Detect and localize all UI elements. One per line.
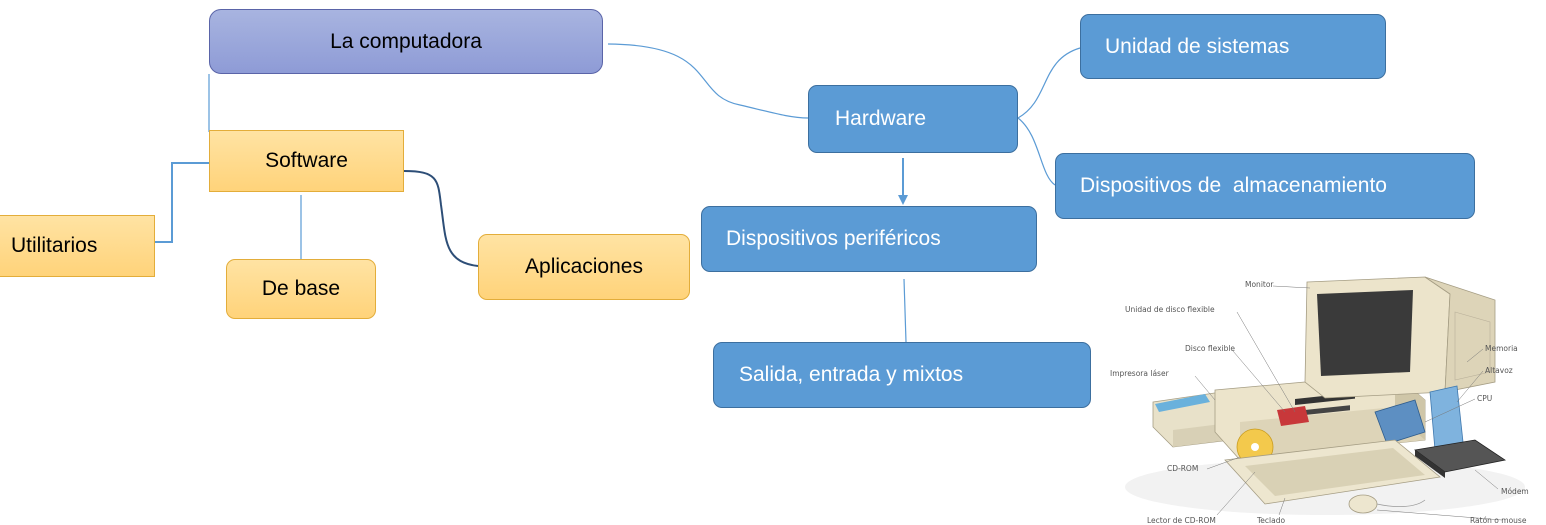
label-modem: Módem — [1501, 487, 1529, 496]
connector-computer-hardware — [607, 43, 809, 119]
cpu-icon — [1374, 399, 1426, 445]
node-de-base: De base — [226, 259, 376, 319]
connector-hardware-system-unit — [1017, 47, 1081, 119]
connector-hardware-storage — [1017, 117, 1056, 186]
label-memory: Memoria — [1485, 344, 1518, 353]
label-cdrom: CD-ROM — [1167, 464, 1198, 473]
node-dispositivos-almacenamiento: Dispositivos de almacenamiento — [1055, 153, 1475, 219]
label-monitor: Monitor — [1245, 280, 1274, 289]
node-software-label: Software — [265, 149, 348, 172]
node-aplicaciones-label: Aplicaciones — [525, 255, 643, 278]
label-mouse: Ratón o mouse — [1470, 516, 1527, 525]
node-dispositivos-almacenamiento-label: Dispositivos de almacenamiento — [1080, 174, 1387, 197]
node-unidad-de-sistemas-label: Unidad de sistemas — [1105, 34, 1290, 58]
node-utilitarios: Utilitarios — [0, 215, 155, 277]
connector-software-utilities — [138, 162, 209, 247]
node-utilitarios-label: Utilitarios — [11, 234, 98, 257]
label-cpu: CPU — [1477, 394, 1492, 403]
node-software: Software — [209, 130, 404, 192]
node-hardware-label: Hardware — [835, 107, 927, 130]
node-salida-entrada-mixtos: Salida, entrada y mixtos — [713, 342, 1091, 408]
node-hardware: Hardware — [808, 85, 1018, 153]
node-salida-entrada-mixtos-label: Salida, entrada y mixtos — [739, 363, 964, 386]
connector-software-applications — [403, 170, 479, 267]
connector-peripherals-io — [903, 278, 907, 343]
node-aplicaciones: Aplicaciones — [478, 234, 690, 300]
computer-illustration: Monitor Unidad de disco flexible Disco f… — [1110, 276, 1529, 525]
monitor-icon — [1304, 276, 1496, 399]
label-keyboard: Teclado — [1256, 516, 1285, 525]
node-la-computadora: La computadora — [209, 9, 603, 74]
node-de-base-label: De base — [261, 277, 341, 300]
node-unidad-de-sistemas: Unidad de sistemas — [1080, 14, 1386, 79]
node-dispositivos-perifericos-label: Dispositivos periféricos — [726, 227, 941, 250]
node-la-computadora-label: La computadora — [330, 29, 482, 53]
node-dispositivos-perifericos: Dispositivos periféricos — [701, 206, 1037, 272]
label-floppy-disk: Disco flexible — [1185, 344, 1235, 353]
label-speaker: Altavoz — [1485, 366, 1513, 375]
mouse-icon — [1348, 494, 1378, 514]
label-laser-printer: Impresora láser — [1110, 369, 1170, 378]
modem-icon — [1413, 439, 1507, 473]
label-cdrom-reader: Lector de CD-ROM — [1147, 516, 1216, 525]
floppy-disk-icon — [1277, 406, 1309, 426]
speaker-icon — [1429, 385, 1464, 451]
label-floppy-drive: Unidad de disco flexible — [1125, 305, 1215, 314]
